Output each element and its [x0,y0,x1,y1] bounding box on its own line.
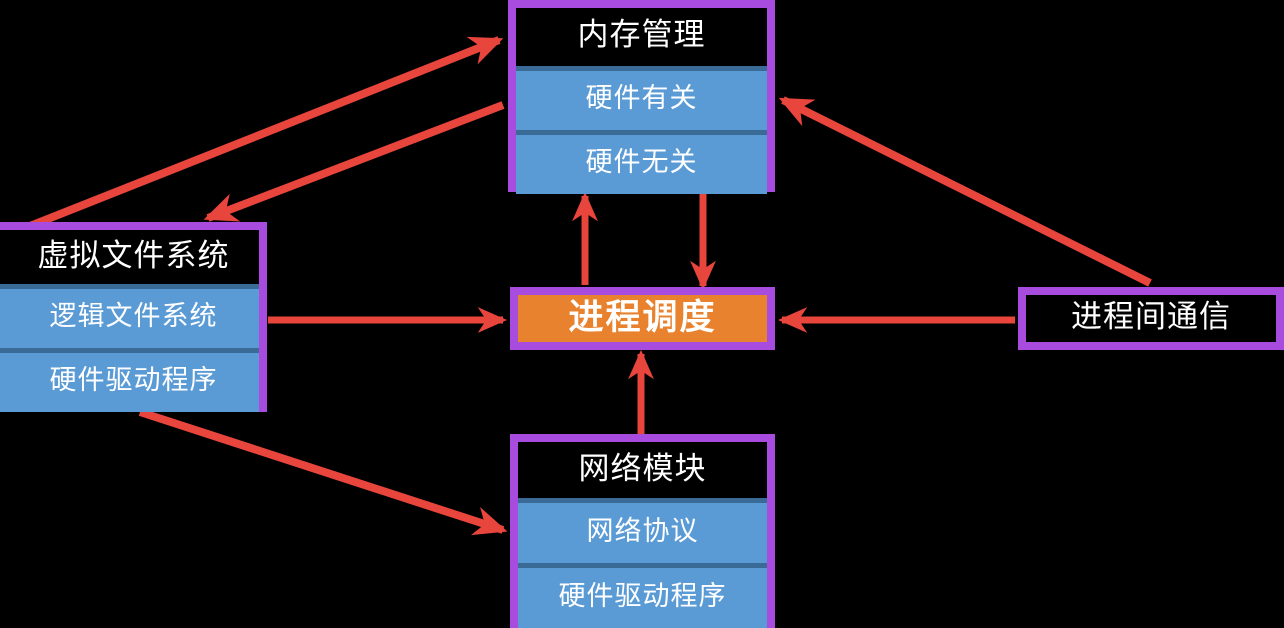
node-virtual-file-system-row-logical: 逻辑文件系统 [0,284,259,348]
node-network-module-row-protocol: 网络协议 [518,498,767,563]
node-network-module-row-driver: 硬件驱动程序 [518,563,767,628]
node-memory-management-title: 内存管理 [516,8,767,66]
node-virtual-file-system[interactable]: 虚拟文件系统 逻辑文件系统 硬件驱动程序 [0,222,267,412]
node-memory-management-row-hardware-independent: 硬件无关 [516,130,767,194]
node-memory-management[interactable]: 内存管理 硬件有关 硬件无关 [508,0,775,194]
arrow-vfs-to-network [138,408,508,536]
arrow-vfs-to-memory [23,36,504,232]
node-process-scheduling-title: 进程调度 [568,298,717,338]
node-virtual-file-system-row-driver: 硬件驱动程序 [0,348,259,412]
node-virtual-file-system-title: 虚拟文件系统 [0,230,259,284]
node-network-module[interactable]: 网络模块 网络协议 硬件驱动程序 [510,434,775,628]
arrow-memory-to-vfs [203,101,505,222]
node-inter-process-communication[interactable]: 进程间通信 [1018,287,1284,350]
node-memory-management-row-hardware-dependent: 硬件有关 [516,66,767,130]
node-inter-process-communication-title: 进程间通信 [1026,295,1276,342]
node-network-module-title: 网络模块 [518,442,767,498]
arrow-ipc-to-memory [778,96,1152,287]
node-process-scheduling[interactable]: 进程调度 [510,287,775,350]
